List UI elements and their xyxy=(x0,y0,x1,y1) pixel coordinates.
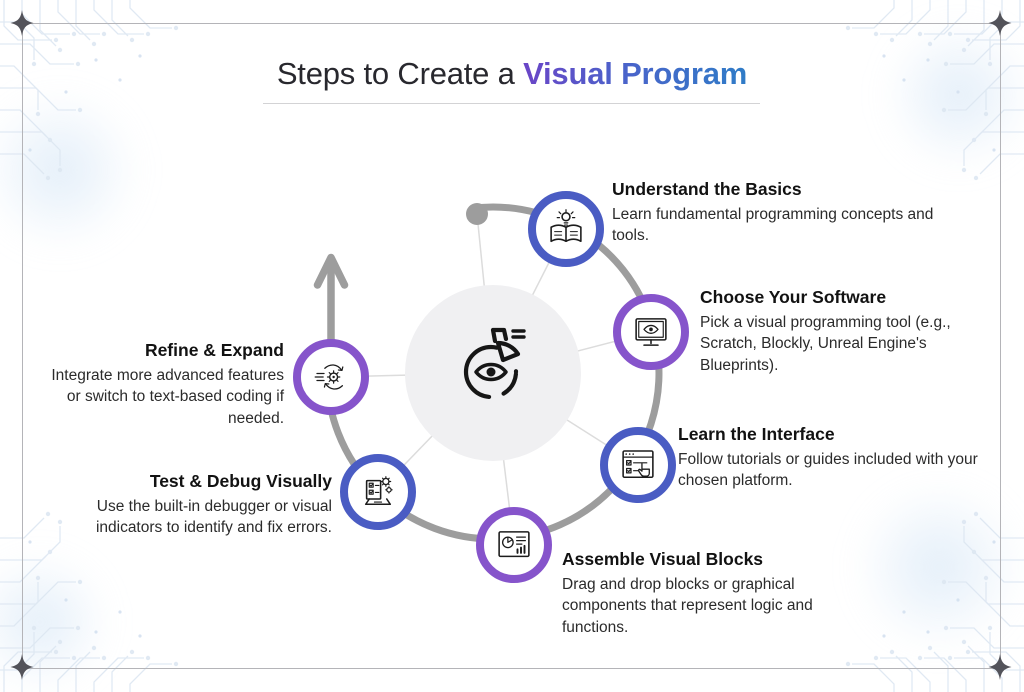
step-text-learn-interface: Learn the Interface Follow tutorials or … xyxy=(678,424,978,492)
step-description: Pick a visual programming tool (e.g., Sc… xyxy=(700,313,951,374)
window-checklist-cursor-icon xyxy=(622,450,654,479)
step-title: Test & Debug Visually xyxy=(149,471,332,491)
step-description: Learn fundamental programming concepts a… xyxy=(612,205,934,245)
start-dot xyxy=(466,203,488,225)
monitor-eye-icon xyxy=(635,318,667,346)
step-title: Assemble Visual Blocks xyxy=(562,549,764,569)
gear-cycle-arrows-icon xyxy=(314,364,344,390)
step-node-choose-software xyxy=(613,294,689,370)
step-description: Use the built-in debugger or visual indi… xyxy=(95,497,332,537)
step-node-assemble-blocks xyxy=(476,507,552,583)
step-description: Drag and drop blocks or graphical compon… xyxy=(562,575,813,636)
title-highlight: Visual Program xyxy=(523,56,748,91)
corner-glow xyxy=(854,482,1024,652)
step-text-assemble-blocks: Assemble Visual Blocks Drag and drop blo… xyxy=(562,549,840,638)
corner-glow xyxy=(0,90,140,250)
step-title: Refine & Expand xyxy=(144,340,284,360)
donut-chart-eye-icon xyxy=(463,327,526,400)
step-title: Understand the Basics xyxy=(612,179,802,199)
chart-board-icon xyxy=(498,531,530,558)
infographic-frame xyxy=(22,23,1001,669)
title-underline xyxy=(263,103,760,104)
step-description: Follow tutorials or guides included with… xyxy=(678,450,978,490)
step-description: Integrate more advanced features or swit… xyxy=(51,366,284,427)
book-lightbulb-icon xyxy=(550,209,582,243)
step-text-understand-basics: Understand the Basics Learn fundamental … xyxy=(612,179,934,247)
step-node-learn-interface xyxy=(600,427,676,503)
laptop-checklist-gear-icon xyxy=(364,476,393,506)
step-title: Learn the Interface xyxy=(678,424,835,444)
title-prefix: Steps to Create a xyxy=(276,56,524,91)
step-text-choose-software: Choose Your Software Pick a visual progr… xyxy=(700,287,986,376)
step-node-refine-expand xyxy=(293,339,369,415)
step-node-understand-basics xyxy=(528,191,604,267)
step-title: Choose Your Software xyxy=(700,287,887,307)
page-title: Steps to Create a Visual Program xyxy=(0,56,1024,92)
step-text-test-debug: Test & Debug Visually Use the built-in d… xyxy=(78,471,332,539)
step-node-test-debug xyxy=(340,454,416,530)
step-text-refine-expand: Refine & Expand Integrate more advanced … xyxy=(39,340,284,429)
